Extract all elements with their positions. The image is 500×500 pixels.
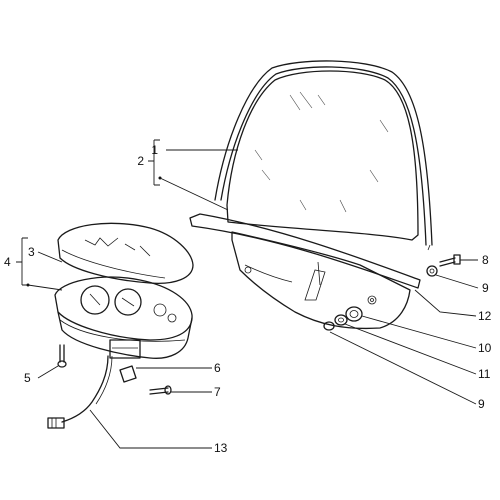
callout-9-right: 9 [482,281,489,295]
callout-6: 6 [214,361,221,375]
windscreen-bracket [231,231,411,330]
speedometer-cable [61,355,109,423]
cluster-body [54,276,193,341]
windscreen-glass [226,70,419,241]
lower-seal [189,213,421,289]
callout-13: 13 [214,441,228,455]
callout-10: 10 [478,341,492,355]
screw-left [57,344,67,368]
washer-right [426,265,438,277]
callout-5: 5 [24,371,31,385]
callout-1: 1 [151,143,158,157]
callout-9-lower: 9 [478,397,485,411]
instrument-cluster [47,222,194,429]
grommet [345,306,363,322]
clip [119,365,137,383]
screw-small [149,385,172,395]
callout-3: 3 [28,245,35,259]
cluster-housing [57,311,193,359]
cluster-cover [57,222,194,284]
callout-2: 2 [137,154,144,168]
nut [334,314,348,326]
windscreen-assembly [189,60,461,331]
callout-4: 4 [4,255,11,269]
callout-labels: 1 2 3 4 5 6 7 13 8 9 12 10 11 9 [4,143,492,455]
callout-11: 11 [478,367,491,381]
windscreen-shading [254,91,389,213]
edge-trim-inner [220,66,427,246]
washer-lower [323,321,335,331]
screw-right [439,254,461,267]
callout-12: 12 [478,309,492,323]
edge-trim [214,60,433,246]
callout-7: 7 [214,385,221,399]
leader-lines [16,139,479,449]
callout-8: 8 [482,253,489,267]
